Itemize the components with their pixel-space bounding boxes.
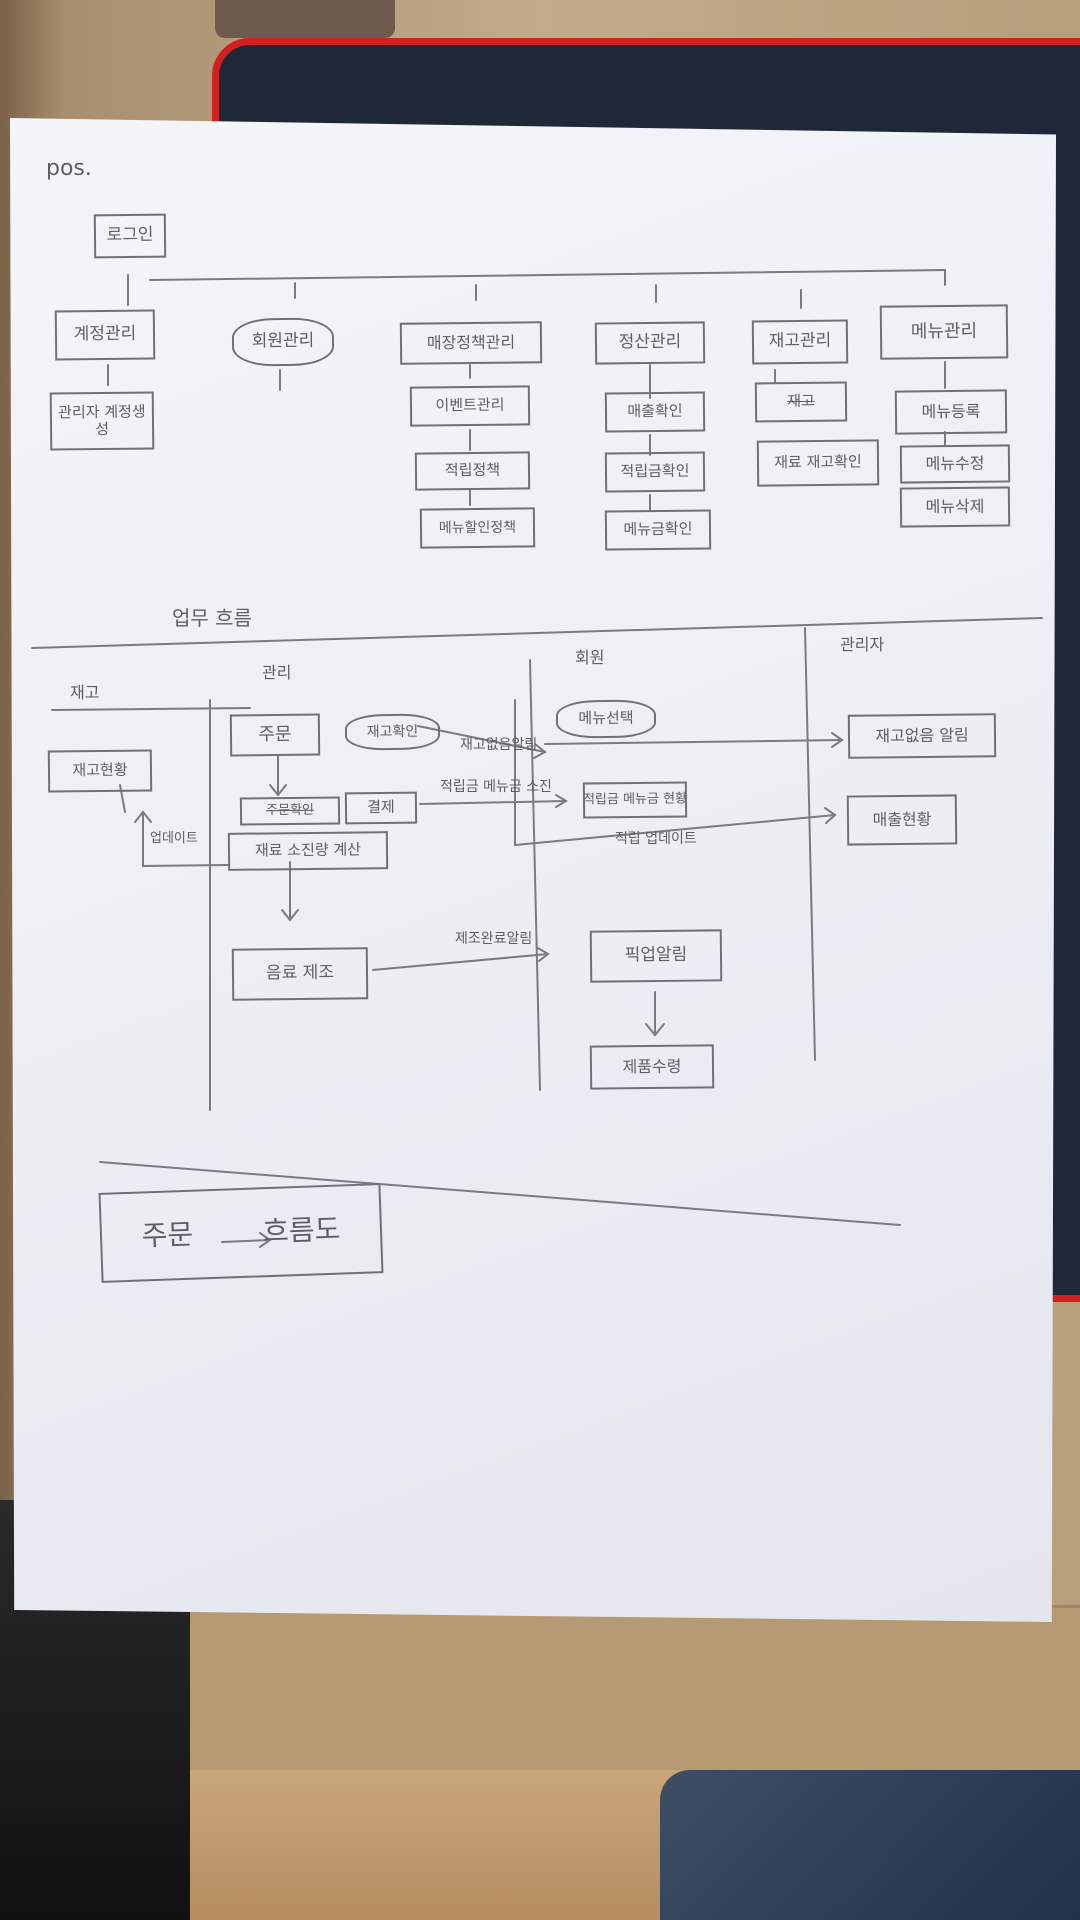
edge-points-notice: 적립금 메뉴금 소진 xyxy=(440,779,552,795)
sub-menu-delete: 메뉴삭제 xyxy=(899,486,1011,528)
sub-menu-discount: 메뉴할인정책 xyxy=(419,507,536,549)
edge-points-update: 적립 업데이트 xyxy=(615,831,697,847)
edge-make-done: 제조완료알림 xyxy=(455,931,533,947)
clipboard-board xyxy=(36,1605,1080,1778)
lane-staff: 관리 xyxy=(262,663,292,682)
node-order: 주문 xyxy=(229,713,321,757)
footer-arrow-space xyxy=(193,1232,263,1234)
lane-inventory: 재고 xyxy=(70,683,100,702)
sub-point-policy: 적립정책 xyxy=(414,451,531,491)
footer-left: 주문 xyxy=(141,1217,194,1253)
node-make-drink: 음료 제조 xyxy=(231,947,369,1001)
node-payment: 결제 xyxy=(344,791,418,825)
workflow-title: 업무 흐름 xyxy=(172,606,252,630)
menu-inventory: 재고관리 xyxy=(751,319,849,365)
node-sales-status: 매출현황 xyxy=(846,794,958,846)
node-receive: 제품수령 xyxy=(589,1044,715,1090)
sub-admin-account: 관리자 계정생성 xyxy=(49,391,155,451)
node-order-confirm: 주문확인 xyxy=(239,796,341,826)
sub-sales: 매출확인 xyxy=(604,391,706,433)
menu-settlement: 정산관리 xyxy=(594,321,706,365)
sub-menu-register: 메뉴등록 xyxy=(894,389,1008,435)
menu-menu: 메뉴관리 xyxy=(879,304,1009,360)
node-points-status: 적립금 메뉴금 현황 xyxy=(582,781,688,819)
lane-admin: 관리자 xyxy=(840,635,885,654)
sub-event: 이벤트관리 xyxy=(409,385,531,427)
paper-sheet xyxy=(10,118,1056,1622)
blue-cloth xyxy=(660,1770,1080,1920)
node-deduct: 재료 소진량 계산 xyxy=(227,831,389,871)
footer-box: 주문 흐름도 xyxy=(98,1183,384,1283)
sub-menu-edit: 메뉴수정 xyxy=(899,444,1011,484)
page-title: pos. xyxy=(46,156,92,181)
menu-account: 계정관리 xyxy=(54,309,156,361)
edge-low-stock-notice: 재고없음알림 xyxy=(460,737,538,753)
box-object xyxy=(215,0,395,38)
node-low-stock: 재고없음 알림 xyxy=(847,713,997,759)
footer-right: 흐름도 xyxy=(262,1212,341,1249)
menu-store-policy: 매장정책관리 xyxy=(399,321,543,365)
login-node: 로그인 xyxy=(93,213,167,259)
menu-member: 회원관리 xyxy=(231,317,335,367)
sub-menu-credit: 메뉴금확인 xyxy=(604,509,712,551)
lane-member: 회원 xyxy=(575,648,605,667)
sub-points: 적립금확인 xyxy=(604,451,706,493)
sub-ingredient-check: 재료 재고확인 xyxy=(756,439,880,487)
node-pickup-alert: 픽업알림 xyxy=(589,929,723,983)
label-update: 업데이트 xyxy=(150,831,198,846)
node-stock-status: 재고현황 xyxy=(47,749,153,793)
node-stock-check: 재고확인 xyxy=(344,713,441,751)
sub-stock-crossed: 재고 xyxy=(754,381,848,423)
node-menu-select: 메뉴선택 xyxy=(555,699,657,739)
